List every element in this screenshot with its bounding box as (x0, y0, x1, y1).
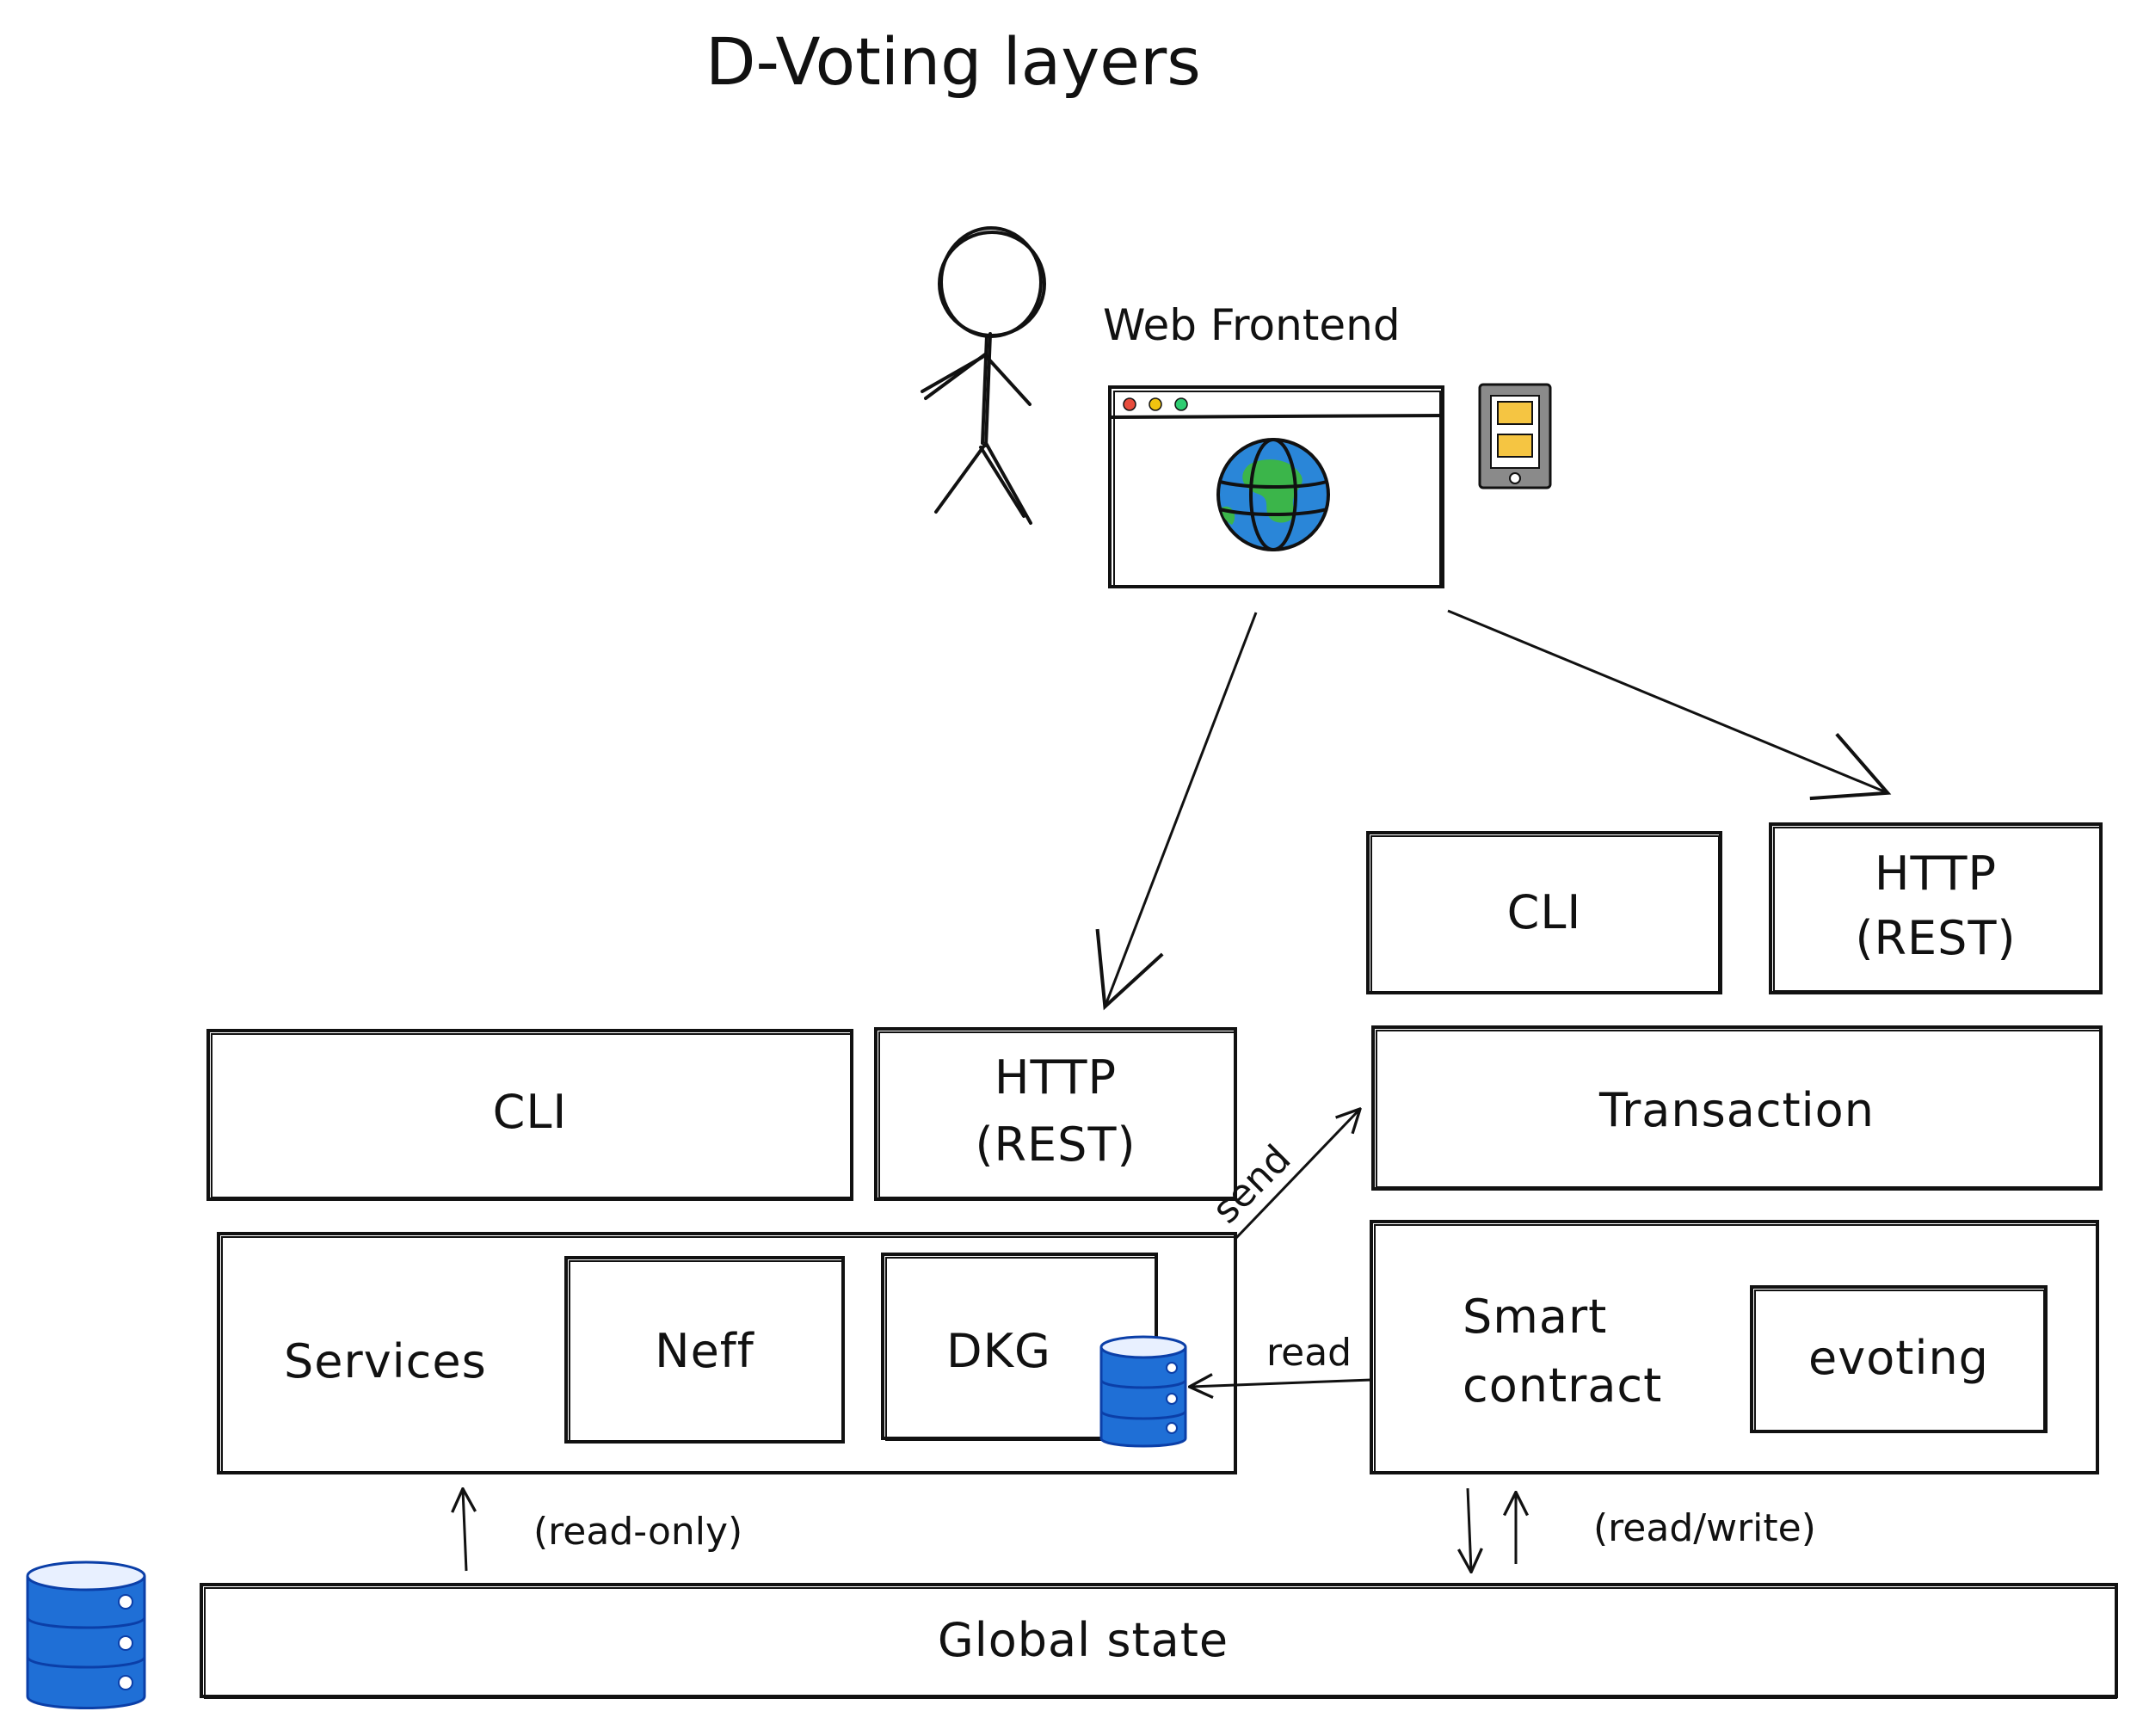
arrow-send (1234, 1110, 1359, 1240)
right-http-label-line1: HTTP (1874, 846, 1998, 901)
read-label: read (1266, 1331, 1352, 1375)
mobile-phone-icon (1478, 383, 1552, 489)
left-http-label-line1: HTTP (994, 1050, 1118, 1105)
dkg-database-icon (1099, 1335, 1187, 1448)
evoting-label: evoting (1808, 1331, 1989, 1385)
neff-label: Neff (655, 1324, 754, 1378)
left-http-label-line2: (REST) (975, 1117, 1136, 1172)
read-write-label: (read/write) (1593, 1506, 1816, 1550)
arrow-frontend-to-left-http (1106, 612, 1258, 1003)
web-frontend-label: Web Frontend (1103, 300, 1401, 350)
dkg-label: DKG (946, 1324, 1051, 1378)
transaction-label: Transaction (1599, 1083, 1875, 1137)
stick-figure-user-icon (921, 226, 1046, 525)
arrow-write-down (1468, 1487, 1471, 1571)
read-only-label: (read-only) (533, 1510, 743, 1554)
smart-contract-label-line2: contract (1463, 1358, 1663, 1413)
window-dot-yellow-icon (1149, 397, 1162, 411)
arrow-frontend-to-right-http (1447, 609, 1884, 791)
globe-icon (1216, 438, 1330, 551)
page-title: D-Voting layers (705, 23, 1201, 100)
smart-contract-label-line1: Smart (1463, 1290, 1608, 1344)
arrow-read-only (463, 1490, 466, 1572)
left-cli-label: CLI (492, 1085, 568, 1139)
window-dot-green-icon (1174, 397, 1188, 411)
window-dot-red-icon (1123, 397, 1136, 411)
services-label: Services (284, 1334, 487, 1388)
right-http-label-line2: (REST) (1855, 911, 2017, 965)
arrow-read (1191, 1380, 1372, 1387)
global-state-database-icon (26, 1561, 146, 1709)
global-state-label: Global state (937, 1613, 1229, 1667)
right-cli-label: CLI (1506, 885, 1582, 939)
browser-window-icon (1108, 385, 1444, 588)
